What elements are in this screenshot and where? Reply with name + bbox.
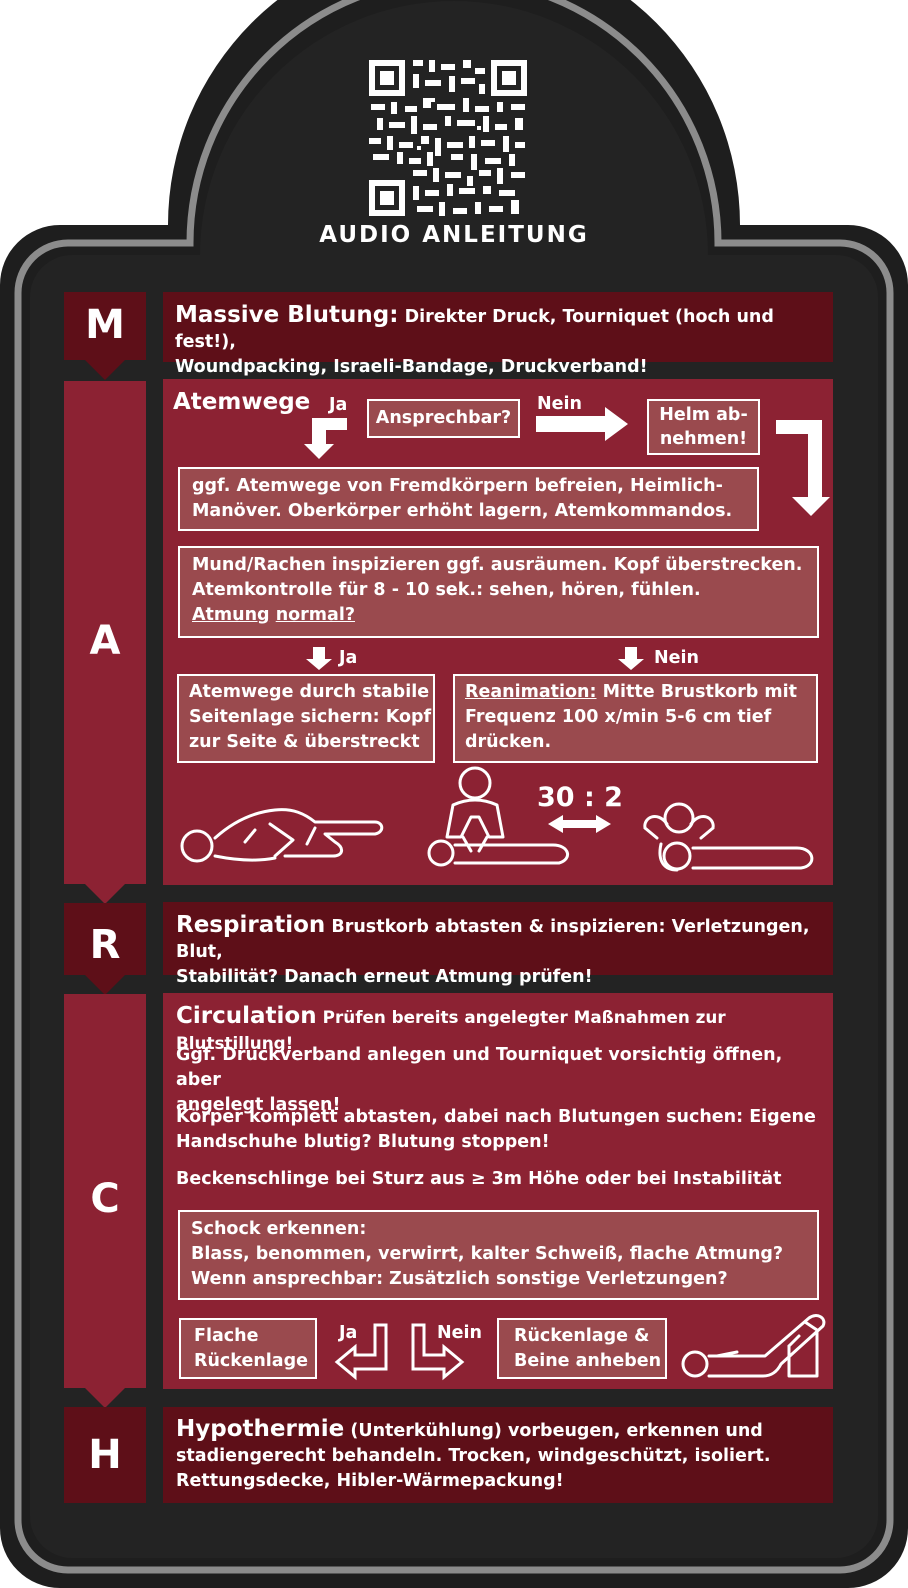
legs-line2: Beine anheben [514,1351,662,1371]
section-m-line2: Woundpacking, Israeli-Bandage, Druckverb… [175,357,648,377]
section-r-title: Respiration [176,912,326,938]
cpr-line3: drücken. [465,732,552,752]
recovery-position-icon [180,808,384,863]
ansprechbar-box: Ansprechbar? [367,399,520,438]
legs-raised-box: Rückenlage & Beine anheben [497,1318,667,1379]
helm-box: Helm ab- nehmen! [647,399,760,455]
ja-label-2: Ja [339,648,358,668]
section-c-p1: Ggf. Druckverband anlegen und Tourniquet… [176,1043,826,1118]
section-h-text: Hypothermie (Unterkühlung) vorbeugen, er… [176,1417,831,1494]
legs-raised-position-icon [681,1314,826,1378]
nein-label-3: Nein [437,1323,482,1343]
flat-line1: Flache [194,1326,259,1346]
shock-line2: Blass, benommen, verwirrt, kalter Schwei… [191,1244,784,1264]
section-a-title: Atemwege [173,389,311,415]
recovery-line3: zur Seite & überstreckt [189,732,420,752]
airway-clear-box: ggf. Atemwege von Fremdkörpern befreien,… [178,467,759,531]
shock-line3: Wenn ansprechbar: Zusätzlich sonstige Ve… [191,1269,728,1289]
flat-supine-box: Flache Rückenlage [179,1318,317,1379]
letter-a: A [89,618,121,664]
shock-line1: Schock erkennen: [191,1219,367,1239]
section-m-title: Massive Blutung: [175,302,399,328]
section-h-line3: Rettungsdecke, Hibler-Wärmepackung! [176,1471,564,1491]
section-r-line1: Brustkorb abtasten & inspizieren: Verlet… [176,917,810,962]
flat-line2: Rückenlage [194,1351,309,1371]
breathing-check-line1: Mund/Rachen inspizieren ggf. ausräumen. … [192,555,803,575]
breathing-check-line2: Atemkontrolle für 8 - 10 sek.: sehen, hö… [192,580,701,600]
section-h-line2: stadiengerecht behandeln. Trocken, windg… [176,1446,771,1466]
section-h-line1: (Unterkühlung) vorbeugen, erkennen und [350,1421,763,1441]
section-h-title: Hypothermie [176,1416,345,1442]
breathing-check-line3a: Atmung [192,605,270,625]
nein-label-2: Nein [654,648,699,668]
letter-c: C [90,1176,120,1222]
section-c-title: Circulation [176,1003,317,1029]
recovery-line2: Seitenlage sichern: Kopf [189,707,432,727]
letter-h: H [88,1432,122,1478]
section-c-p1-line2: angelegt lassen! [176,1095,341,1115]
section-c-p2-line2: Handschuhe blutig? Blutung stoppen! [176,1132,550,1152]
helm-line1: Helm ab- [659,405,748,425]
airway-clear-line1: ggf. Atemwege von Fremdkörpern befreien,… [192,476,723,496]
section-c-heading: Circulation Prüfen bereits angelegter Ma… [176,1004,831,1057]
letter-r: R [89,922,121,968]
qr-code-icon[interactable] [367,58,529,218]
recovery-position-box: Atemwege durch stabile Seitenlage sicher… [177,674,435,763]
cpr-compression-icon [427,766,569,867]
section-m-line1: Direkter Druck, Tourniquet (hoch und fes… [175,307,774,352]
breathing-check-line3b: normal? [275,605,355,625]
cpr-line1: Mitte Brustkorb mit [602,682,797,702]
cpr-line2: Frequenz 100 x/min 5-6 cm tief [465,707,772,727]
legs-line1: Rückenlage & [514,1326,650,1346]
cpr-title: Reanimation: [465,682,597,702]
section-r-text: Respiration Brustkorb abtasten & inspizi… [176,913,826,990]
section-c-p3: Beckenschlinge bei Sturz aus ≥ 3m Höhe o… [176,1169,782,1189]
cpr-ratio: 30 : 2 [537,782,623,813]
ja-label-3: Ja [339,1323,358,1343]
breathing-check-box: Mund/Rachen inspizieren ggf. ausräumen. … [178,546,819,638]
section-c-p1-line1: Ggf. Druckverband anlegen und Tourniquet… [176,1045,783,1090]
nein-label-1: Nein [537,394,582,414]
rescue-breath-icon [643,802,814,872]
section-r-line2: Stabilität? Danach erneut Atmung prüfen! [176,967,593,987]
helm-line2: nehmen! [659,429,748,449]
audio-guide-label: AUDIO ANLEITUNG [319,222,589,248]
ja-label-1: Ja [329,395,348,415]
section-c-p2: Körper komplett abtasten, dabei nach Blu… [176,1105,826,1155]
airway-clear-line2: Manöver. Oberkörper erhöht lagern, Atemk… [192,501,733,521]
ansprechbar-label: Ansprechbar? [375,408,512,428]
recovery-line1: Atemwege durch stabile [189,682,430,702]
cpr-box: Reanimation: Mitte Brustkorb mit Frequen… [453,674,818,763]
section-c-p2-line1: Körper komplett abtasten, dabei nach Blu… [176,1107,816,1127]
letter-m: M [85,302,125,348]
section-c-title-rest: Prüfen bereits angelegter Maßnahmen zur … [176,1007,726,1053]
section-m-text: Massive Blutung: Direkter Druck, Tourniq… [175,303,825,380]
shock-box: Schock erkennen: Blass, benommen, verwir… [178,1210,819,1300]
